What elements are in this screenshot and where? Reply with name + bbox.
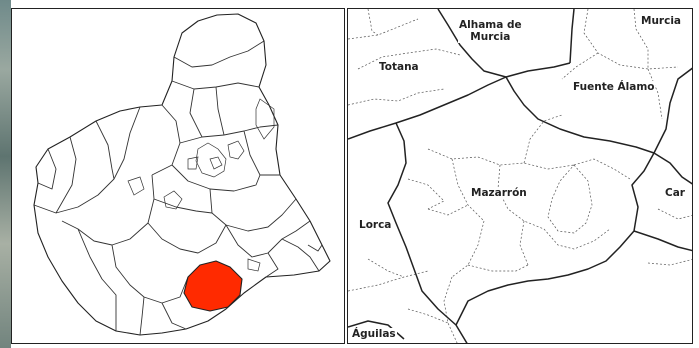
- label-cartagena: Car: [664, 187, 686, 199]
- detail-map: Alhama de Murcia Murcia Totana Fuente Ál…: [347, 8, 693, 344]
- highlighted-municipality-shape: [183, 260, 243, 312]
- photo-edge-strip: [0, 0, 11, 348]
- region-outline-svg: [33, 13, 331, 336]
- label-murcia: Murcia: [640, 15, 683, 27]
- label-mazarron: Mazarrón: [470, 187, 528, 199]
- label-lorca: Lorca: [358, 219, 393, 231]
- label-alhama-de-murcia: Alhama de Murcia: [458, 19, 523, 43]
- region-locator-map: [11, 8, 345, 344]
- label-fuente-alamo: Fuente Álamo: [572, 81, 656, 93]
- label-totana: Totana: [378, 61, 420, 73]
- label-aguilas: Águilas: [351, 328, 397, 340]
- detail-boundaries-svg: [348, 9, 692, 343]
